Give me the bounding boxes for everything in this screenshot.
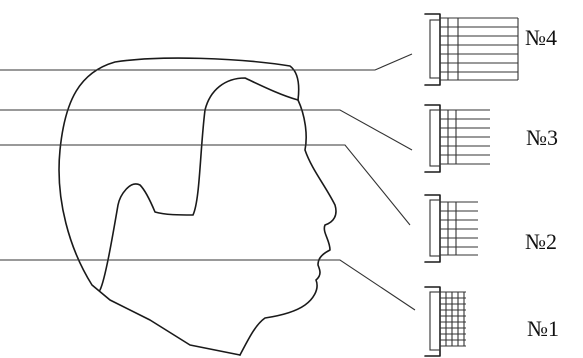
guide-line-1 (0, 259, 416, 311)
comb-attachment-2 (424, 194, 478, 263)
head-profile (58, 57, 337, 356)
comb-attachment-4 (424, 13, 519, 86)
guide-line-4 (0, 53, 413, 71)
guide-line-2 (0, 144, 411, 226)
comb-attachment-3 (424, 104, 490, 173)
attachment-label-3: №3 (526, 125, 558, 150)
guide-line-3 (0, 109, 413, 151)
attachment-label-2: №2 (525, 229, 557, 254)
hairline (99, 77, 299, 291)
comb-attachment-1 (424, 286, 466, 357)
face-outline (239, 99, 337, 356)
hair-outline (58, 57, 300, 356)
guide-lines (0, 53, 416, 311)
attachment-label-4: №4 (525, 25, 557, 50)
attachment-label-1: №1 (527, 316, 559, 341)
